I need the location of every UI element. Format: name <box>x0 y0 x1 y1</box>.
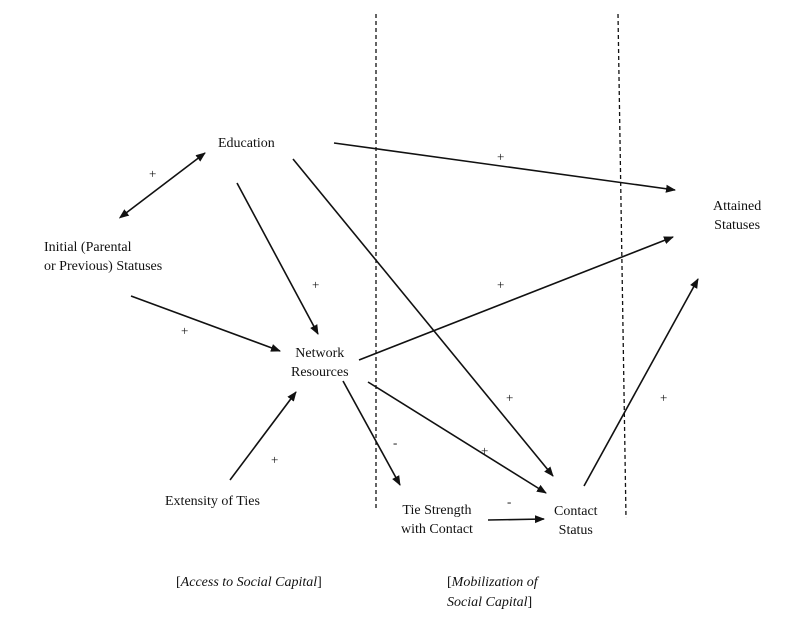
node-education: Education <box>218 134 275 153</box>
node-contact-status: Contact Status <box>554 502 598 540</box>
sign-extensity-network: + <box>271 452 279 467</box>
node-network-resources: Network Resources <box>291 344 349 382</box>
arrow-education-attained <box>333 142 676 193</box>
node-initial-statuses: Initial (Parental or Previous) Statuses <box>44 238 162 276</box>
node-tie-line1: Tie Strength <box>402 503 472 518</box>
arrow-network-attained <box>358 236 674 361</box>
sign-initial-network: + <box>181 323 189 338</box>
node-network-line2: Resources <box>291 365 349 380</box>
arrow-initial-network <box>130 295 281 352</box>
arrow-network-contact <box>367 381 547 494</box>
arrow-initial-education <box>118 152 206 219</box>
sign-initial-education: + <box>149 166 157 181</box>
caption-mobil-close: ] <box>527 595 533 610</box>
arrow-contact-attained <box>583 278 699 487</box>
node-education-label: Education <box>218 136 275 151</box>
sign-network-tie: - <box>393 435 398 450</box>
node-attained-line1: Attained <box>713 199 762 214</box>
divider-line-right <box>617 13 627 519</box>
sign-network-attained: + <box>497 277 505 292</box>
sign-contact-attained: + <box>660 390 668 405</box>
node-extensity-label: Extensity of Ties <box>165 494 260 509</box>
arrow-education-network <box>236 182 319 335</box>
arrow-extensity-network <box>229 391 297 481</box>
node-attained-line2: Statuses <box>714 218 761 233</box>
caption-access-close: ] <box>317 575 322 590</box>
sign-education-network: + <box>312 277 320 292</box>
node-attained-statuses: Attained Statuses <box>713 197 761 235</box>
node-initial-line2: or Previous) Statuses <box>44 259 163 274</box>
arrow-tie-contact <box>487 515 545 524</box>
sign-education-contact: + <box>506 390 514 405</box>
node-network-line1: Network <box>295 346 345 361</box>
node-tie-strength: Tie Strength with Contact <box>401 501 473 539</box>
caption-mobilization-of-social-capital: [Mobilization of Social Capital] <box>447 573 538 613</box>
caption-access-text: Access to Social Capital <box>180 575 318 590</box>
node-contact-line2: Status <box>558 523 593 538</box>
arrow-education-contact <box>292 158 554 477</box>
caption-access-to-social-capital: [Access to Social Capital] <box>176 573 322 593</box>
node-contact-line1: Contact <box>554 504 598 519</box>
sign-network-contact: + <box>481 443 489 458</box>
caption-mobil-line1: Mobilization of <box>451 575 538 590</box>
caption-mobil-line2: Social Capital <box>447 595 528 610</box>
node-initial-line1: Initial (Parental <box>44 240 132 255</box>
caption-mobil-open: [ <box>447 575 452 590</box>
sign-tie-contact: - <box>507 494 512 509</box>
caption-access-open: [ <box>176 575 181 590</box>
node-tie-line2: with Contact <box>401 522 473 537</box>
arrow-network-tie <box>342 380 401 486</box>
node-extensity-of-ties: Extensity of Ties <box>165 492 260 511</box>
sign-education-attained: + <box>497 149 505 164</box>
